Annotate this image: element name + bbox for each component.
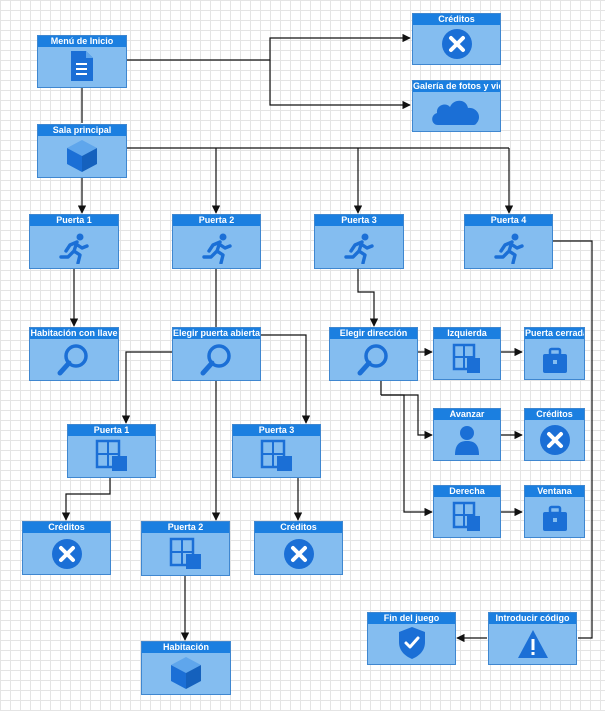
close-circle-icon: [539, 425, 570, 455]
node-label: Galería de fotos y video: [413, 81, 500, 92]
window-icon: [260, 439, 292, 471]
runner-icon: [201, 233, 232, 264]
node-habitacion-llave[interactable]: Habitación con llave: [29, 327, 119, 381]
magnifier-icon: [357, 344, 388, 376]
node-label: Puerta 4: [465, 215, 552, 226]
edge-direccion-avanzar: [381, 394, 433, 440]
node-avanzar[interactable]: Avanzar: [433, 408, 501, 461]
magnifier-icon: [200, 344, 231, 376]
node-label: Avanzar: [434, 409, 500, 420]
node-label: Puerta 2: [142, 522, 229, 533]
node-izquierda[interactable]: Izquierda: [433, 327, 501, 380]
node-ep-puerta-3[interactable]: Puerta 3: [232, 424, 321, 478]
close-circle-icon: [283, 539, 314, 569]
node-galeria[interactable]: Galería de fotos y video: [412, 80, 501, 132]
node-creditos-avanzar[interactable]: Créditos: [524, 408, 585, 461]
node-label: Puerta cerrada: [525, 328, 584, 339]
window-icon: [95, 439, 127, 471]
node-label: Créditos: [413, 14, 500, 25]
cloud-icon: [431, 100, 479, 125]
node-puerta-4[interactable]: Puerta 4: [464, 214, 553, 269]
node-label: Habitación: [142, 642, 230, 653]
edge-puerta4-codigo: [553, 240, 593, 639]
node-ep-puerta-2[interactable]: Puerta 2: [141, 521, 230, 576]
node-label: Puerta 2: [173, 215, 260, 226]
cube-icon: [171, 657, 201, 689]
window-icon: [452, 501, 480, 531]
runner-icon: [59, 233, 89, 264]
node-label: Ventana: [525, 486, 584, 497]
shield-check-icon: [398, 627, 425, 659]
node-creditos-top[interactable]: Créditos: [412, 13, 501, 65]
close-circle-icon: [441, 29, 472, 59]
node-label: Puerta 1: [30, 215, 118, 226]
edge-menu-galeria: [269, 60, 411, 110]
node-label: Izquierda: [434, 328, 500, 339]
node-elegir-direccion[interactable]: Elegir dirección: [329, 327, 418, 381]
node-label: Derecha: [434, 486, 500, 497]
node-label: Créditos: [23, 522, 110, 533]
node-label: Elegir puerta abierta: [173, 328, 260, 339]
edge-p1-creditos: [61, 478, 111, 521]
node-sala-principal[interactable]: Sala principal: [37, 124, 127, 178]
node-label: Fin del juego: [368, 613, 455, 624]
node-label: Puerta 3: [233, 425, 320, 436]
edge-elegir-p3: [261, 334, 311, 424]
window-icon: [452, 343, 480, 373]
node-label: Habitación con llave: [30, 328, 118, 339]
runner-icon: [344, 233, 374, 264]
close-circle-icon: [51, 539, 82, 569]
node-elegir-puerta[interactable]: Elegir puerta abierta: [172, 327, 261, 381]
node-label: Créditos: [525, 409, 584, 420]
node-label: Créditos: [255, 522, 342, 533]
node-derecha[interactable]: Derecha: [433, 485, 501, 538]
node-menu-inicio[interactable]: Menú de Inicio: [37, 35, 127, 88]
briefcase-icon: [542, 347, 567, 373]
node-label: Puerta 1: [68, 425, 155, 436]
node-label: Puerta 3: [315, 215, 403, 226]
warning-icon: [517, 630, 548, 658]
runner-icon: [493, 233, 524, 264]
node-ep-puerta-1[interactable]: Puerta 1: [67, 424, 156, 478]
magnifier-icon: [57, 344, 88, 376]
edge-direccion-derecha: [381, 394, 433, 517]
briefcase-icon: [542, 505, 567, 531]
node-puerta-2[interactable]: Puerta 2: [172, 214, 261, 269]
edge-puerta3-direccion: [357, 269, 379, 327]
node-fin-juego[interactable]: Fin del juego: [367, 612, 456, 665]
edge-elegir-p1: [121, 351, 172, 424]
window-icon: [169, 537, 201, 569]
node-label: Elegir dirección: [330, 328, 417, 339]
node-introducir-codigo[interactable]: Introducir código: [488, 612, 577, 665]
node-creditos-p3[interactable]: Créditos: [254, 521, 343, 575]
node-label: Menú de Inicio: [38, 36, 126, 47]
node-label: Introducir código: [489, 613, 576, 624]
person-icon: [455, 426, 479, 455]
node-puerta-1[interactable]: Puerta 1: [29, 214, 119, 269]
edge-menu-creditos: [127, 33, 411, 61]
node-label: Sala principal: [38, 125, 126, 136]
node-puerta-cerrada[interactable]: Puerta cerrada: [524, 327, 585, 380]
node-ventana[interactable]: Ventana: [524, 485, 585, 538]
node-habitacion[interactable]: Habitación: [141, 641, 231, 695]
node-creditos-p1[interactable]: Créditos: [22, 521, 111, 575]
document-icon: [71, 51, 93, 81]
cube-icon: [67, 140, 97, 172]
node-puerta-3[interactable]: Puerta 3: [314, 214, 404, 269]
